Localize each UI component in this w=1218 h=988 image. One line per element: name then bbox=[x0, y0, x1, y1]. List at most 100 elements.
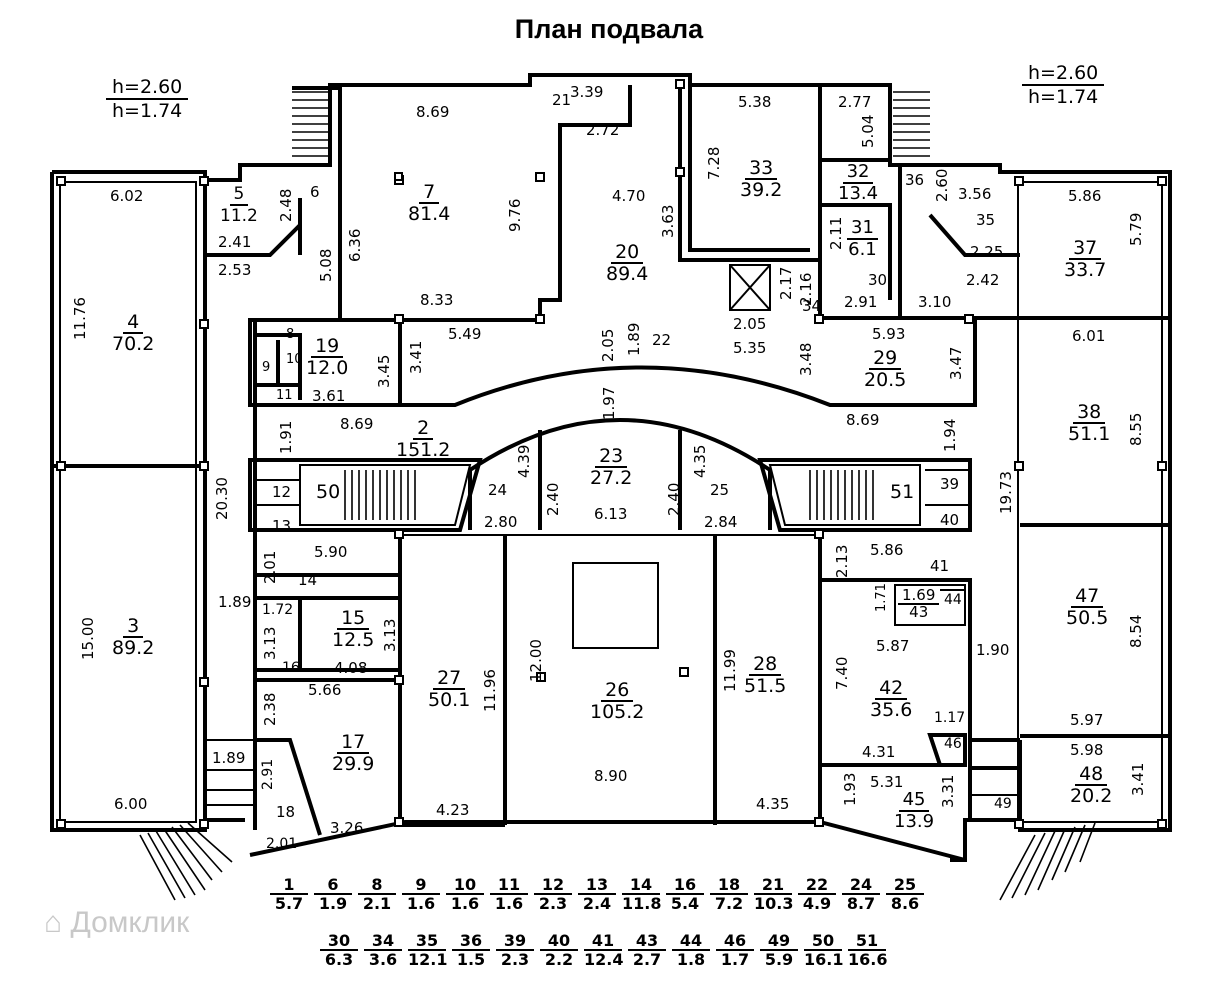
room-label-49: 49 bbox=[994, 796, 1012, 812]
dim-label: 8.69 bbox=[846, 411, 880, 429]
dim-label: 2.13 bbox=[833, 544, 851, 578]
dim-label: 5.86 bbox=[1068, 187, 1102, 205]
dim-label: 8.33 bbox=[420, 291, 454, 309]
dim-label: 3.61 bbox=[312, 387, 346, 405]
dim-label: 3.41 bbox=[1129, 762, 1147, 796]
dim-label: 2.38 bbox=[261, 692, 279, 726]
legend-room-area: 1.9 bbox=[318, 894, 348, 913]
dim-label: 2.41 bbox=[218, 233, 252, 251]
room-label-40: 40 bbox=[940, 511, 960, 529]
dim-label: 5.87 bbox=[876, 637, 910, 655]
dim-label: 4.35 bbox=[756, 795, 790, 813]
legend-room-number: 16 bbox=[666, 876, 704, 895]
dim-label: 1.89 bbox=[218, 593, 252, 611]
dim-label: 5.97 bbox=[1070, 711, 1104, 729]
room-area: 35.6 bbox=[870, 699, 913, 721]
room-label-44: 44 bbox=[944, 592, 962, 608]
room-label-25: 25 bbox=[710, 481, 730, 499]
legend-room-number: 9 bbox=[402, 876, 440, 895]
legend-room-area: 16.6 bbox=[848, 950, 888, 969]
dim-label: 8.55 bbox=[1127, 412, 1145, 446]
legend-room-number: 25 bbox=[886, 876, 924, 895]
dim-label: 2.05 bbox=[599, 328, 617, 362]
dim-label: 1.17 bbox=[934, 710, 966, 726]
room-label-22: 22 bbox=[652, 331, 672, 349]
room-number: 4 bbox=[123, 312, 144, 334]
legend-room-area: 5.4 bbox=[670, 894, 700, 913]
legend-room-area: 2.4 bbox=[582, 894, 612, 913]
legend-room-area: 5.7 bbox=[274, 894, 304, 913]
dim-label: 4.35 bbox=[691, 444, 709, 478]
room-label-46: 46 bbox=[944, 736, 962, 752]
dim-label: 15.00 bbox=[79, 617, 97, 660]
dim-label: 2.01 bbox=[266, 836, 298, 852]
room-number: 26 bbox=[601, 680, 634, 702]
dim-label: 1.90 bbox=[976, 641, 1010, 659]
dim-label: 3.26 bbox=[330, 819, 364, 837]
dim-label: 5.98 bbox=[1070, 741, 1104, 759]
legend-room-area: 2.7 bbox=[632, 950, 662, 969]
room-area: 20.5 bbox=[864, 369, 907, 391]
dim-label: 7.40 bbox=[833, 656, 851, 690]
dim-label: 3.47 bbox=[947, 346, 965, 380]
dim-label: 7.28 bbox=[705, 146, 723, 180]
room-area: 105.2 bbox=[590, 701, 645, 723]
room-label-34: 34 bbox=[802, 297, 822, 315]
room-label-18: 18 bbox=[276, 803, 296, 821]
legend-room-number: 22 bbox=[798, 876, 836, 895]
room-number: 2 bbox=[413, 418, 434, 440]
legend-room-number: 41 bbox=[584, 932, 622, 951]
dim-label: 6.13 bbox=[594, 505, 628, 523]
legend-room-area: 4.9 bbox=[802, 894, 832, 913]
dim-label: 5.66 bbox=[308, 681, 342, 699]
ceiling-height-right-h2: h=1.74 bbox=[1028, 86, 1099, 108]
room-number: 7 bbox=[419, 182, 440, 204]
ceiling-height-right: h=2.60 h=1.74 bbox=[1022, 62, 1105, 108]
dim-label: 6.01 bbox=[1072, 327, 1106, 345]
room-area: 11.2 bbox=[220, 206, 258, 226]
room-number: 19 bbox=[311, 336, 344, 358]
dim-label: 8.90 bbox=[594, 767, 628, 785]
legend-room-number: 1 bbox=[270, 876, 308, 895]
ceiling-height-left-h1: h=2.60 bbox=[106, 76, 189, 100]
dim-label: 11.96 bbox=[481, 669, 499, 712]
room-area: 50.1 bbox=[428, 689, 471, 711]
room-number: 45 bbox=[898, 790, 930, 812]
legend-room-area: 12.4 bbox=[584, 950, 624, 969]
dim-label: 1.97 bbox=[600, 386, 618, 420]
home-icon: ⌂ bbox=[44, 906, 63, 939]
legend-room-area: 11.8 bbox=[622, 894, 662, 913]
legend-room-number: 6 bbox=[314, 876, 352, 895]
room-label-8: 8 bbox=[286, 327, 295, 342]
legend-room-number: 43 bbox=[628, 932, 666, 951]
dim-label: 6.36 bbox=[346, 228, 364, 262]
dim-label: 2.17 bbox=[777, 266, 795, 300]
legend-room-number: 8 bbox=[358, 876, 396, 895]
room-area: 89.2 bbox=[112, 637, 155, 659]
dim-label: 1.93 bbox=[841, 772, 859, 806]
room-label-16: 16 bbox=[282, 660, 300, 676]
dim-label: 11.76 bbox=[71, 297, 89, 340]
room-area: 51.5 bbox=[744, 675, 787, 697]
